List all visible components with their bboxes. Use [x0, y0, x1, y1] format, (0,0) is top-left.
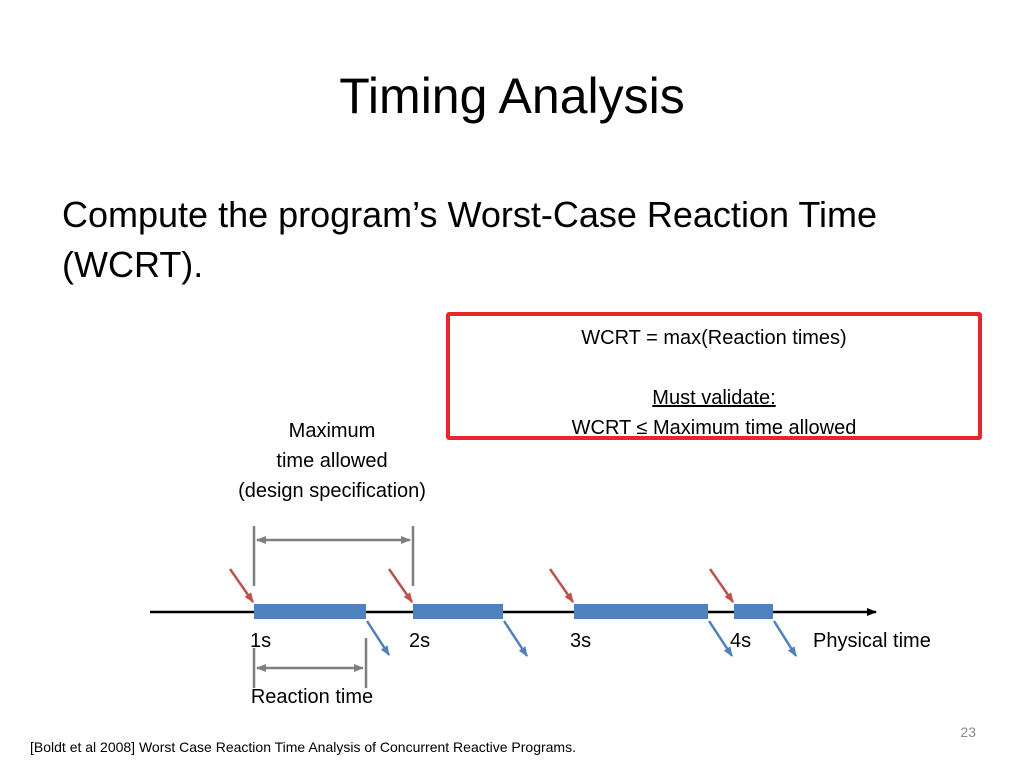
- citation: [Boldt et al 2008] Worst Case Reaction T…: [30, 739, 576, 755]
- max-time-line-2: time allowed: [276, 450, 388, 472]
- output-arrow-1: [365, 620, 391, 656]
- input-arrow-4: [708, 568, 735, 603]
- tick-label-2s: 2s: [409, 630, 431, 652]
- output-arrow-4: [772, 620, 798, 657]
- slide-title: Timing Analysis: [339, 68, 685, 124]
- slide-number: 23: [960, 724, 976, 740]
- max-time-line-1: Maximum: [288, 420, 376, 442]
- reaction-bar-2: [413, 604, 503, 619]
- wcrt-formula: WCRT = max(Reaction times): [581, 327, 847, 349]
- input-arrow-3: [548, 568, 575, 603]
- max-time-line-3: (design specification): [238, 480, 426, 502]
- output-arrow-2: [502, 620, 529, 657]
- slide-body-text: Compute the program’s Worst-Case Reactio…: [62, 194, 877, 285]
- tick-label-4s: 4s: [730, 630, 752, 652]
- wcrt-definition-box: WCRT = max(Reaction times) Must validate…: [446, 312, 982, 440]
- output-arrow-3: [707, 620, 734, 657]
- tick-label-3s: 3s: [570, 630, 592, 652]
- reaction-bar-4: [734, 604, 773, 619]
- reaction-time-label: Reaction time: [250, 686, 374, 708]
- wcrt-constraint: WCRT ≤ Maximum time allowed: [571, 417, 857, 439]
- reaction-bar-1: [254, 604, 366, 619]
- input-arrow-1: [228, 568, 255, 603]
- must-validate-label: Must validate:: [652, 387, 776, 409]
- max-time-label: Maximum time allowed (design specificati…: [212, 416, 452, 506]
- reaction-bar-3: [574, 604, 708, 619]
- input-arrow-2: [387, 568, 414, 603]
- axis-label-physical-time: Physical time: [813, 630, 931, 652]
- tick-label-1s: 1s: [250, 630, 272, 652]
